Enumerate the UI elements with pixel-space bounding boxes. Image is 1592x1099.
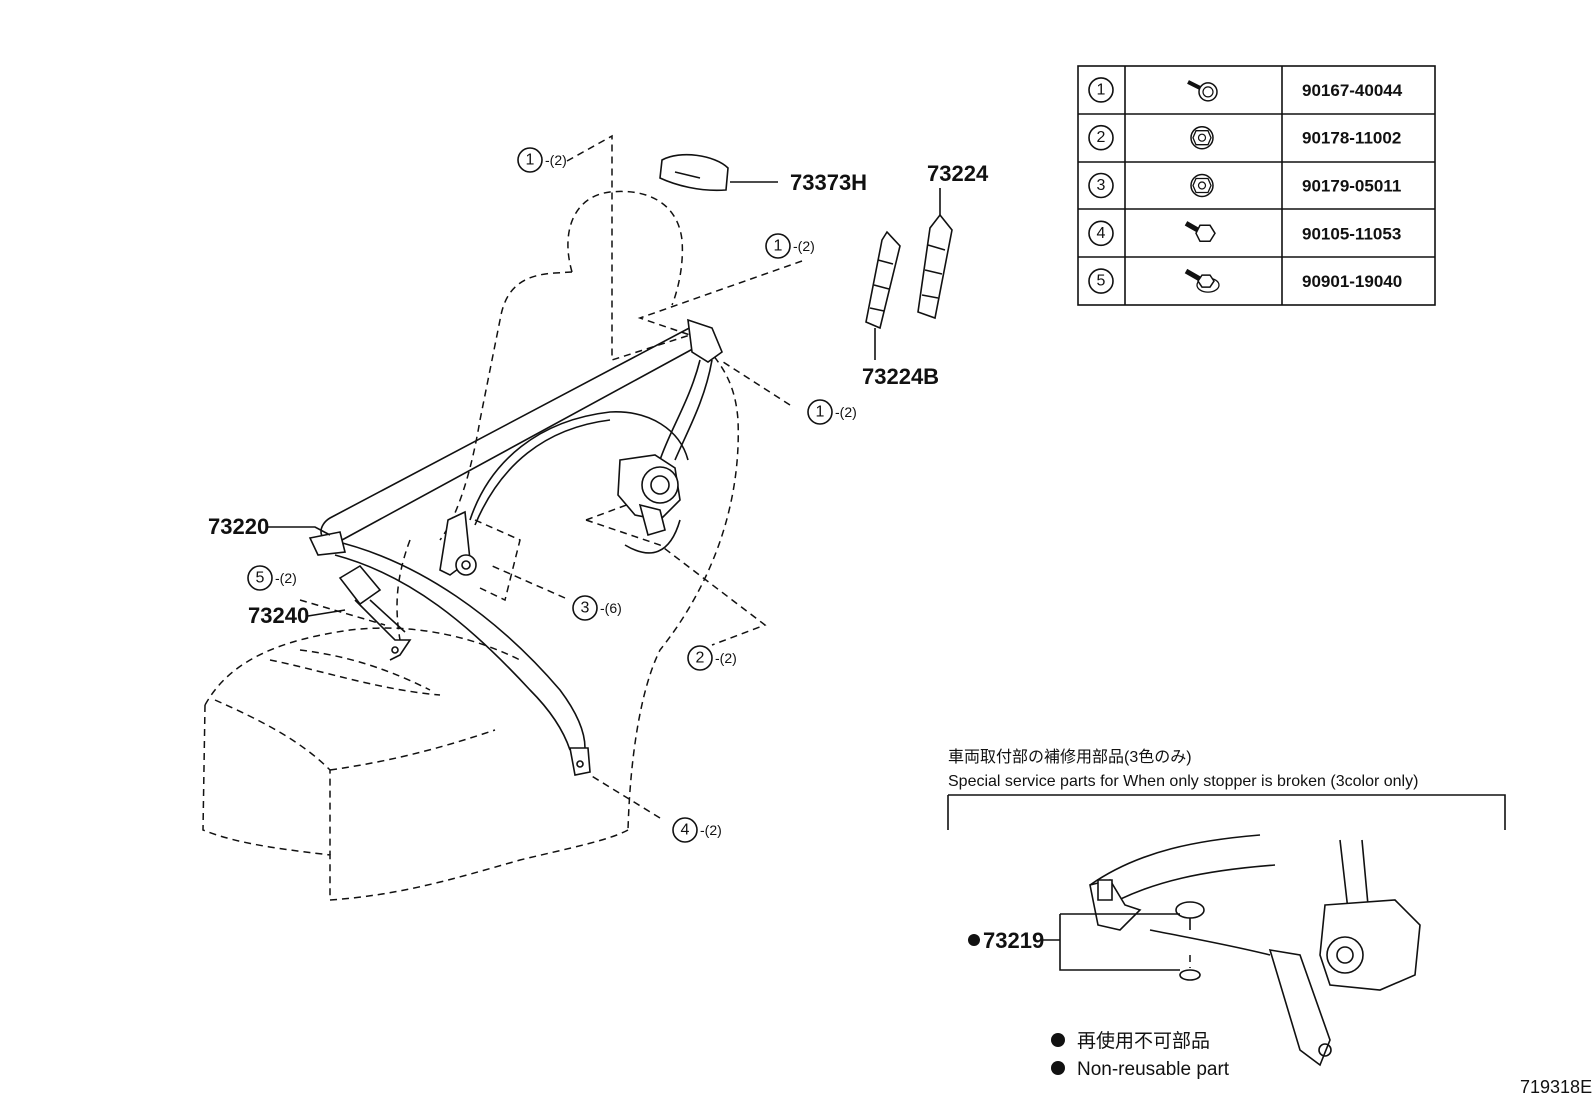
retractor	[617, 454, 681, 554]
pillar-trim-73224B	[865, 230, 901, 360]
leader-lines	[299, 134, 803, 819]
part-number: 90179-05011	[1302, 177, 1401, 196]
callout-num: 4	[681, 822, 690, 839]
note-en: Special service parts for When only stop…	[948, 773, 1418, 790]
ref-number: 4	[1097, 225, 1106, 242]
cover-73373H	[659, 153, 778, 192]
callout-num: 1	[526, 152, 535, 169]
callout-qty: -(6)	[600, 600, 622, 616]
part-number: 90105-11053	[1302, 224, 1401, 243]
callout-qty: -(2)	[715, 650, 737, 666]
seat-belt-assembly	[308, 318, 723, 776]
callout-num: 1	[774, 238, 783, 255]
belt-guide	[308, 531, 346, 556]
bracket	[439, 510, 477, 576]
ref-circle	[1088, 220, 1114, 247]
fastener-table-rows: 1 90167-40044 2 90178-11002 3 90179-05011 4…	[1088, 77, 1403, 294]
fastener-row: 2 90178-11002	[1088, 124, 1401, 151]
flange-nut-icon	[1190, 125, 1214, 150]
callout-qty: -(2)	[700, 822, 722, 838]
label-73224: 73224	[927, 161, 989, 186]
bullet-icon	[1051, 1033, 1065, 1047]
figure-id: 719318E	[1520, 1077, 1592, 1097]
ref-circle	[1088, 268, 1114, 294]
part-number: 90178-11002	[1302, 129, 1401, 148]
label-73224B: 73224B	[862, 364, 939, 389]
flange-nut-icon	[1190, 173, 1214, 198]
fastener-row: 1 90167-40044	[1088, 77, 1403, 103]
label-73219: 73219	[983, 928, 1044, 953]
seat-outline	[202, 190, 739, 901]
stopper-button	[1175, 901, 1205, 981]
label-73220: 73220	[208, 514, 269, 539]
callout-4: 4 -(2)	[672, 817, 722, 843]
callout-3: 3 -(6)	[572, 595, 622, 621]
fastener-row: 3 90179-05011	[1088, 172, 1401, 199]
callout-num: 2	[696, 650, 705, 667]
part-number: 90901-19040	[1302, 272, 1402, 291]
callout-1b: 1 -(2)	[765, 233, 815, 259]
flange-bolt-icon	[1187, 80, 1218, 102]
callout-qty: -(2)	[835, 404, 857, 420]
ref-circle	[1088, 124, 1114, 151]
pillar-trim-73224	[917, 188, 953, 320]
legend: 再使用不可部品 Non-reusable part	[1051, 1030, 1230, 1080]
non-reusable-marker	[968, 934, 980, 946]
special-service-inset: 車両取付部の補修用部品(3色のみ) Special service parts …	[947, 748, 1506, 1067]
fastener-table	[1077, 65, 1436, 306]
hex-bolt-icon	[1184, 221, 1216, 243]
bullet-icon	[1051, 1061, 1065, 1075]
callout-qty: -(2)	[275, 570, 297, 586]
label-73240: 73240	[248, 603, 309, 628]
fastener-row: 5 90901-19040	[1088, 268, 1402, 294]
callout-1c: 1 -(2)	[807, 399, 857, 425]
callout-qty: -(2)	[793, 238, 815, 254]
part-number: 90167-40044	[1302, 81, 1403, 100]
ref-number: 1	[1097, 81, 1106, 98]
buckle-73240	[338, 564, 412, 661]
callout-2: 2 -(2)	[687, 645, 737, 671]
ref-circle	[1088, 77, 1114, 103]
ref-number: 2	[1097, 129, 1106, 146]
callout-num: 3	[581, 600, 590, 617]
note-jp: 車両取付部の補修用部品(3色のみ)	[948, 748, 1192, 766]
legend-jp: 再使用不可部品	[1077, 1030, 1210, 1052]
legend-en: Non-reusable part	[1077, 1059, 1230, 1080]
leader-73220	[268, 526, 331, 536]
callout-num: 5	[256, 570, 265, 587]
washer-bolt-icon	[1184, 268, 1220, 293]
callout-num: 1	[816, 404, 825, 421]
label-73373H: 73373H	[790, 170, 867, 195]
ref-number: 5	[1097, 273, 1106, 290]
callout-qty: -(2)	[545, 152, 567, 168]
callout-5: 5 -(2)	[247, 565, 297, 591]
ref-number: 3	[1097, 177, 1106, 194]
fastener-row: 4 90105-11053	[1088, 220, 1401, 247]
ref-circle	[1088, 172, 1114, 199]
leader-73240	[307, 609, 346, 617]
callout-1a: 1 -(2)	[517, 147, 567, 173]
shoulder-anchor	[687, 318, 723, 363]
